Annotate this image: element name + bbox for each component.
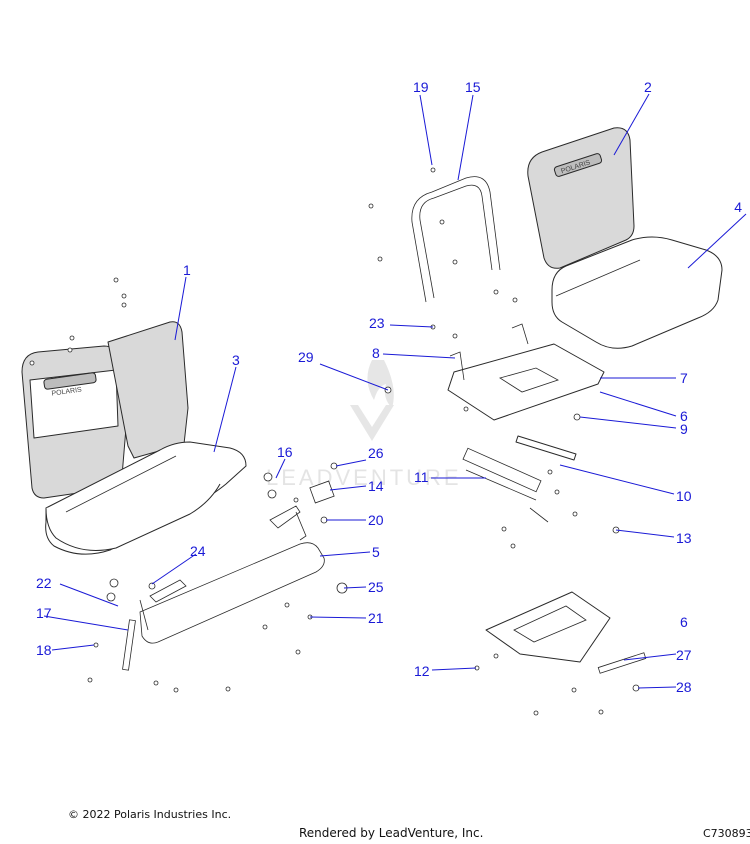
callout-6: 6 <box>680 408 688 424</box>
right-seat-backrest: POLARIS <box>527 127 635 269</box>
callout-16: 16 <box>277 444 293 460</box>
callout-19: 19 <box>413 79 429 95</box>
rendered-by-credit: Rendered by LeadVenture, Inc. <box>299 826 484 840</box>
callout-12: 12 <box>414 663 430 679</box>
callout-1: 1 <box>183 262 191 278</box>
watermark-text: LEADVENTURE <box>266 465 462 490</box>
drawing-id: C730893 <box>703 827 750 840</box>
callout-26: 26 <box>368 445 384 461</box>
strap-27 <box>597 652 647 674</box>
callout-2: 2 <box>644 79 652 95</box>
callout-24: 24 <box>190 543 206 559</box>
callout-14: 14 <box>368 478 384 494</box>
callout-23: 23 <box>369 315 385 331</box>
lower-seat-bracket <box>474 591 640 716</box>
callout-13: 13 <box>676 530 692 546</box>
callout-15: 15 <box>465 79 481 95</box>
left-seat-cushion <box>45 441 247 555</box>
callout-20: 20 <box>368 512 384 528</box>
seat-slider-rail <box>462 435 620 549</box>
callout-6b: 6 <box>680 614 688 630</box>
callout-10: 10 <box>676 488 692 504</box>
right-seat-cushion <box>551 236 723 349</box>
callout-21: 21 <box>368 610 384 626</box>
callout-3: 3 <box>232 352 240 368</box>
callout-18: 18 <box>36 642 52 658</box>
callout-27: 27 <box>676 647 692 663</box>
callout-numbers: 1 2 3 4 5 6 6 7 8 9 10 11 12 13 14 15 16… <box>36 79 742 695</box>
seat-base-bracket <box>447 323 605 421</box>
callout-7: 7 <box>680 370 688 386</box>
callout-11: 11 <box>414 469 429 485</box>
callout-29: 29 <box>298 349 314 365</box>
callout-22: 22 <box>36 575 52 591</box>
left-seat-hardware <box>29 277 127 366</box>
callout-9: 9 <box>680 421 688 437</box>
callout-17: 17 <box>36 605 52 621</box>
grab-bar <box>368 167 518 339</box>
callout-25: 25 <box>368 579 384 595</box>
watermark: LEADVENTURE <box>266 360 462 490</box>
callout-5: 5 <box>372 544 380 560</box>
left-seat-frame <box>122 480 335 671</box>
callout-4: 4 <box>734 199 742 215</box>
seat-brand-logo: POLARIS <box>51 386 82 397</box>
leader-lines <box>43 93 747 689</box>
left-seat-backrest: POLARIS <box>21 321 189 499</box>
callout-28: 28 <box>676 679 692 695</box>
left-frame-hardware <box>87 386 392 693</box>
callout-8: 8 <box>372 345 380 361</box>
copyright-notice: © 2022 Polaris Industries Inc. <box>68 808 232 821</box>
